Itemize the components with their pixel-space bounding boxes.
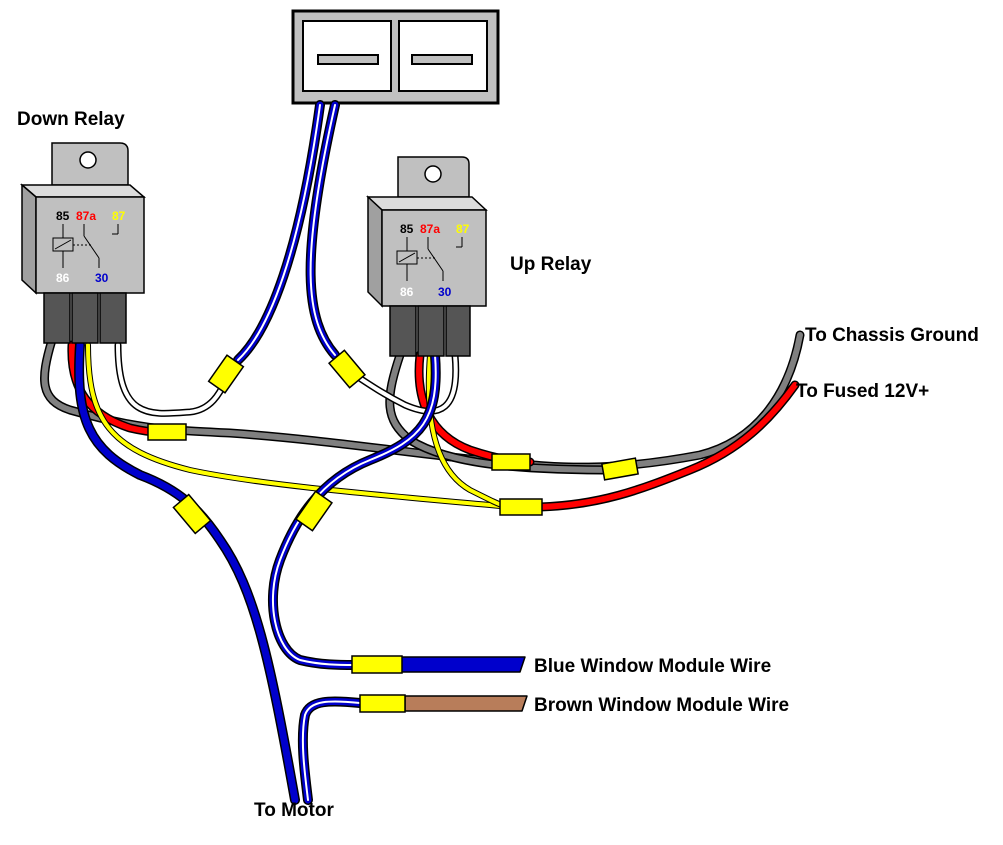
down-pin-86: 86 [56, 271, 70, 285]
blue-module-wire [399, 656, 526, 673]
down-relay: 85 87a 87 86 30 [19, 142, 147, 344]
blue-30-wire-up [268, 350, 441, 670]
motor-wire [297, 696, 365, 805]
down-pin-30: 30 [95, 271, 109, 285]
connector [499, 498, 543, 516]
up-pin-87a: 87a [420, 222, 440, 236]
brown-module-wire [404, 695, 528, 712]
up-pin-87: 87 [456, 222, 470, 236]
chassis-ground-label: To Chassis Ground [805, 325, 979, 346]
down-relay-coil-symbol [52, 224, 119, 268]
down-pin-85: 85 [56, 209, 70, 223]
blue-module-wire-label: Blue Window Module Wire [534, 656, 771, 677]
up-pin-86: 86 [400, 285, 414, 299]
up-relay: 85 87a 87 86 30 [366, 156, 488, 357]
down-relay-label: Down Relay [17, 109, 125, 130]
connector [601, 457, 639, 481]
connector [207, 354, 245, 394]
connector [295, 490, 333, 532]
up-relay-label: Up Relay [510, 254, 592, 275]
connector [359, 694, 406, 713]
up-pin-30: 30 [438, 285, 452, 299]
down-pin-87a: 87a [76, 209, 96, 223]
brown-module-wire-label: Brown Window Module Wire [534, 695, 789, 716]
connector [172, 493, 212, 535]
wires [40, 100, 805, 805]
connector [351, 655, 403, 674]
window-switch [291, 9, 500, 105]
fused-12v-label: To Fused 12V+ [796, 381, 929, 402]
up-relay-coil-symbol [396, 237, 463, 281]
connector [327, 349, 367, 389]
connectors [147, 349, 639, 713]
connector [147, 423, 187, 441]
up-pin-85: 85 [400, 222, 414, 236]
connector [491, 453, 531, 471]
down-pin-87: 87 [112, 209, 126, 223]
to-motor-label: To Motor [254, 800, 334, 821]
